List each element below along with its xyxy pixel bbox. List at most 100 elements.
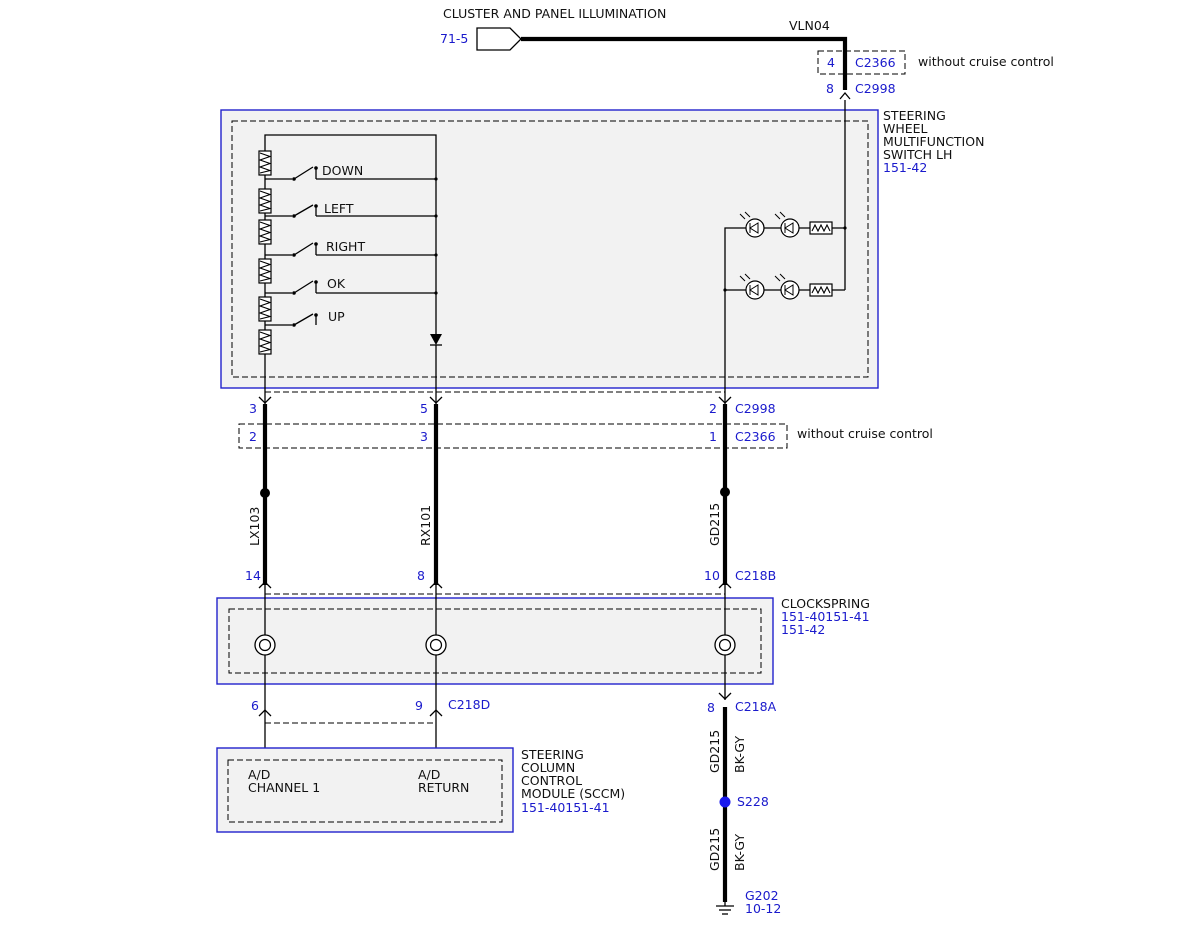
switch-module-box [220,109,879,389]
gd215-lower-label-1: GD215 [707,730,722,773]
svg-text:MODULE (SCCM): MODULE (SCCM) [521,786,625,801]
vln04-label: VLN04 [789,18,830,33]
c2366-optional-row [238,423,788,449]
c218b-pin-lx: 14 [245,568,261,583]
switch-down-label: DOWN [322,163,363,178]
c2998-top-pin: 8 [826,81,834,96]
c218b-conn-label[interactable]: C218B [735,568,776,583]
switch-left-label: LEFT [324,201,354,216]
c2366-top-note: without cruise control [918,54,1054,69]
c218a-arrow-icon [718,692,732,700]
svg-text:SWITCH LH: SWITCH LH [883,147,952,162]
sccm-ret-label-1: A/D [418,767,440,782]
switch-module-ref-link[interactable]: 151-42 [883,160,927,175]
sccm-box [216,747,514,833]
resistor-3 [258,219,272,245]
c218b-arrow-1-icon [258,581,272,589]
ground-ref-link[interactable]: 10-12 [745,901,781,916]
svg-text:WHEEL: WHEEL [883,121,928,136]
ground-icon [716,902,734,915]
c2366-optional-box [817,50,906,75]
c2998-top-arrow-icon [839,91,851,100]
switch-module-inner [231,120,869,378]
gd215-node [720,487,730,497]
c2366-top-pin: 4 [827,55,835,70]
c2998-pin-rx: 5 [420,401,428,416]
sccm-ch1-label-1: A/D [248,767,270,782]
resistor-4 [258,258,272,284]
switch-module-name: STEERING WHEEL MULTIFUNCTION SWITCH LH [883,108,984,162]
svg-text:MULTIFUNCTION: MULTIFUNCTION [883,134,984,149]
c218d-pin-1: 6 [251,698,259,713]
clockspring-box [216,597,774,685]
clockspring-ref-2-link[interactable]: 151-42 [781,622,825,637]
gd215-label: GD215 [707,503,722,546]
c218d-arrow-1-icon [258,709,272,717]
splice-s228-label[interactable]: S228 [737,794,769,809]
c218b-arrow-3-icon [718,581,732,589]
ground-g202-label[interactable]: G202 [745,888,779,903]
splice-s228-icon [719,796,731,808]
resistor-ladder [258,134,437,404]
c2366-pin-lx: 2 [249,429,257,444]
sccm-ret-label-2: RETURN [418,780,469,795]
switch-left: LEFT [265,201,438,218]
c2366-note: without cruise control [797,426,933,441]
svg-text:CONTROL: CONTROL [521,773,582,788]
c218d-conn-label[interactable]: C218D [448,697,490,712]
gd215-lower-label-2: GD215 [707,828,722,871]
source-connector-icon [476,27,522,51]
svg-text:STEERING: STEERING [521,747,584,762]
c2998-top-conn[interactable]: C2998 [855,81,896,96]
c218b-pin-gd: 10 [704,568,720,583]
sccm-inner [227,759,503,823]
c2366-pin-rx: 3 [420,429,428,444]
c218b-pin-rx: 8 [417,568,425,583]
c2366-pin-gd: 1 [709,429,717,444]
led-4-icon [774,273,800,300]
led-resistor-2 [809,283,833,297]
sccm-name: STEERING COLUMN CONTROL MODULE (SCCM) [521,747,625,801]
clockspring-ref-1-link[interactable]: 151-40151-41 [781,609,870,624]
clockspring-inner [228,608,762,674]
diode-icon [430,334,442,345]
resistor-5 [258,296,272,322]
c2998-pin-gd: 2 [709,401,717,416]
lx103-node [260,488,270,498]
led-3-icon [739,273,765,300]
illumination-title: CLUSTER AND PANEL ILLUMINATION [443,6,666,21]
resistor-6 [258,329,272,355]
c2366-conn-label[interactable]: C2366 [735,429,776,444]
svg-text:STEERING: STEERING [883,108,946,123]
source-ref-link[interactable]: 71-5 [440,31,468,46]
c218a-conn-label[interactable]: C218A [735,699,777,714]
lx103-label: LX103 [247,507,262,546]
led-resistor-1 [809,221,833,235]
sccm-ch1-label-2: CHANNEL 1 [248,780,320,795]
c218a-pin: 8 [707,700,715,715]
switch-up: UP [265,309,345,327]
rx101-label: RX101 [418,505,433,546]
switch-right-label: RIGHT [326,239,365,254]
led-illumination [723,100,847,404]
c218b-arrow-2-icon [429,581,443,589]
led-2-icon [774,211,800,238]
switch-right: RIGHT [265,239,438,257]
led-1-icon [739,211,765,238]
bkgy-label-1: BK-GY [732,736,747,773]
switch-ok-label: OK [327,276,346,291]
svg-text:COLUMN: COLUMN [521,760,575,775]
clockspring-name: CLOCKSPRING [781,596,870,611]
clockspring-coil-2-icon [425,634,447,656]
c218d-arrow-2-icon [429,709,443,717]
c2998-arrow-3-icon [718,396,732,404]
switch-up-label: UP [328,309,345,324]
c2998-conn-label[interactable]: C2998 [735,401,776,416]
c2366-top-conn[interactable]: C2366 [855,55,896,70]
c2998-arrow-2-icon [429,396,443,404]
c2998-arrow-1-icon [258,396,272,404]
switch-down: DOWN [265,163,438,181]
resistor-1 [258,150,272,176]
sccm-ref-link[interactable]: 151-40151-41 [521,800,610,815]
